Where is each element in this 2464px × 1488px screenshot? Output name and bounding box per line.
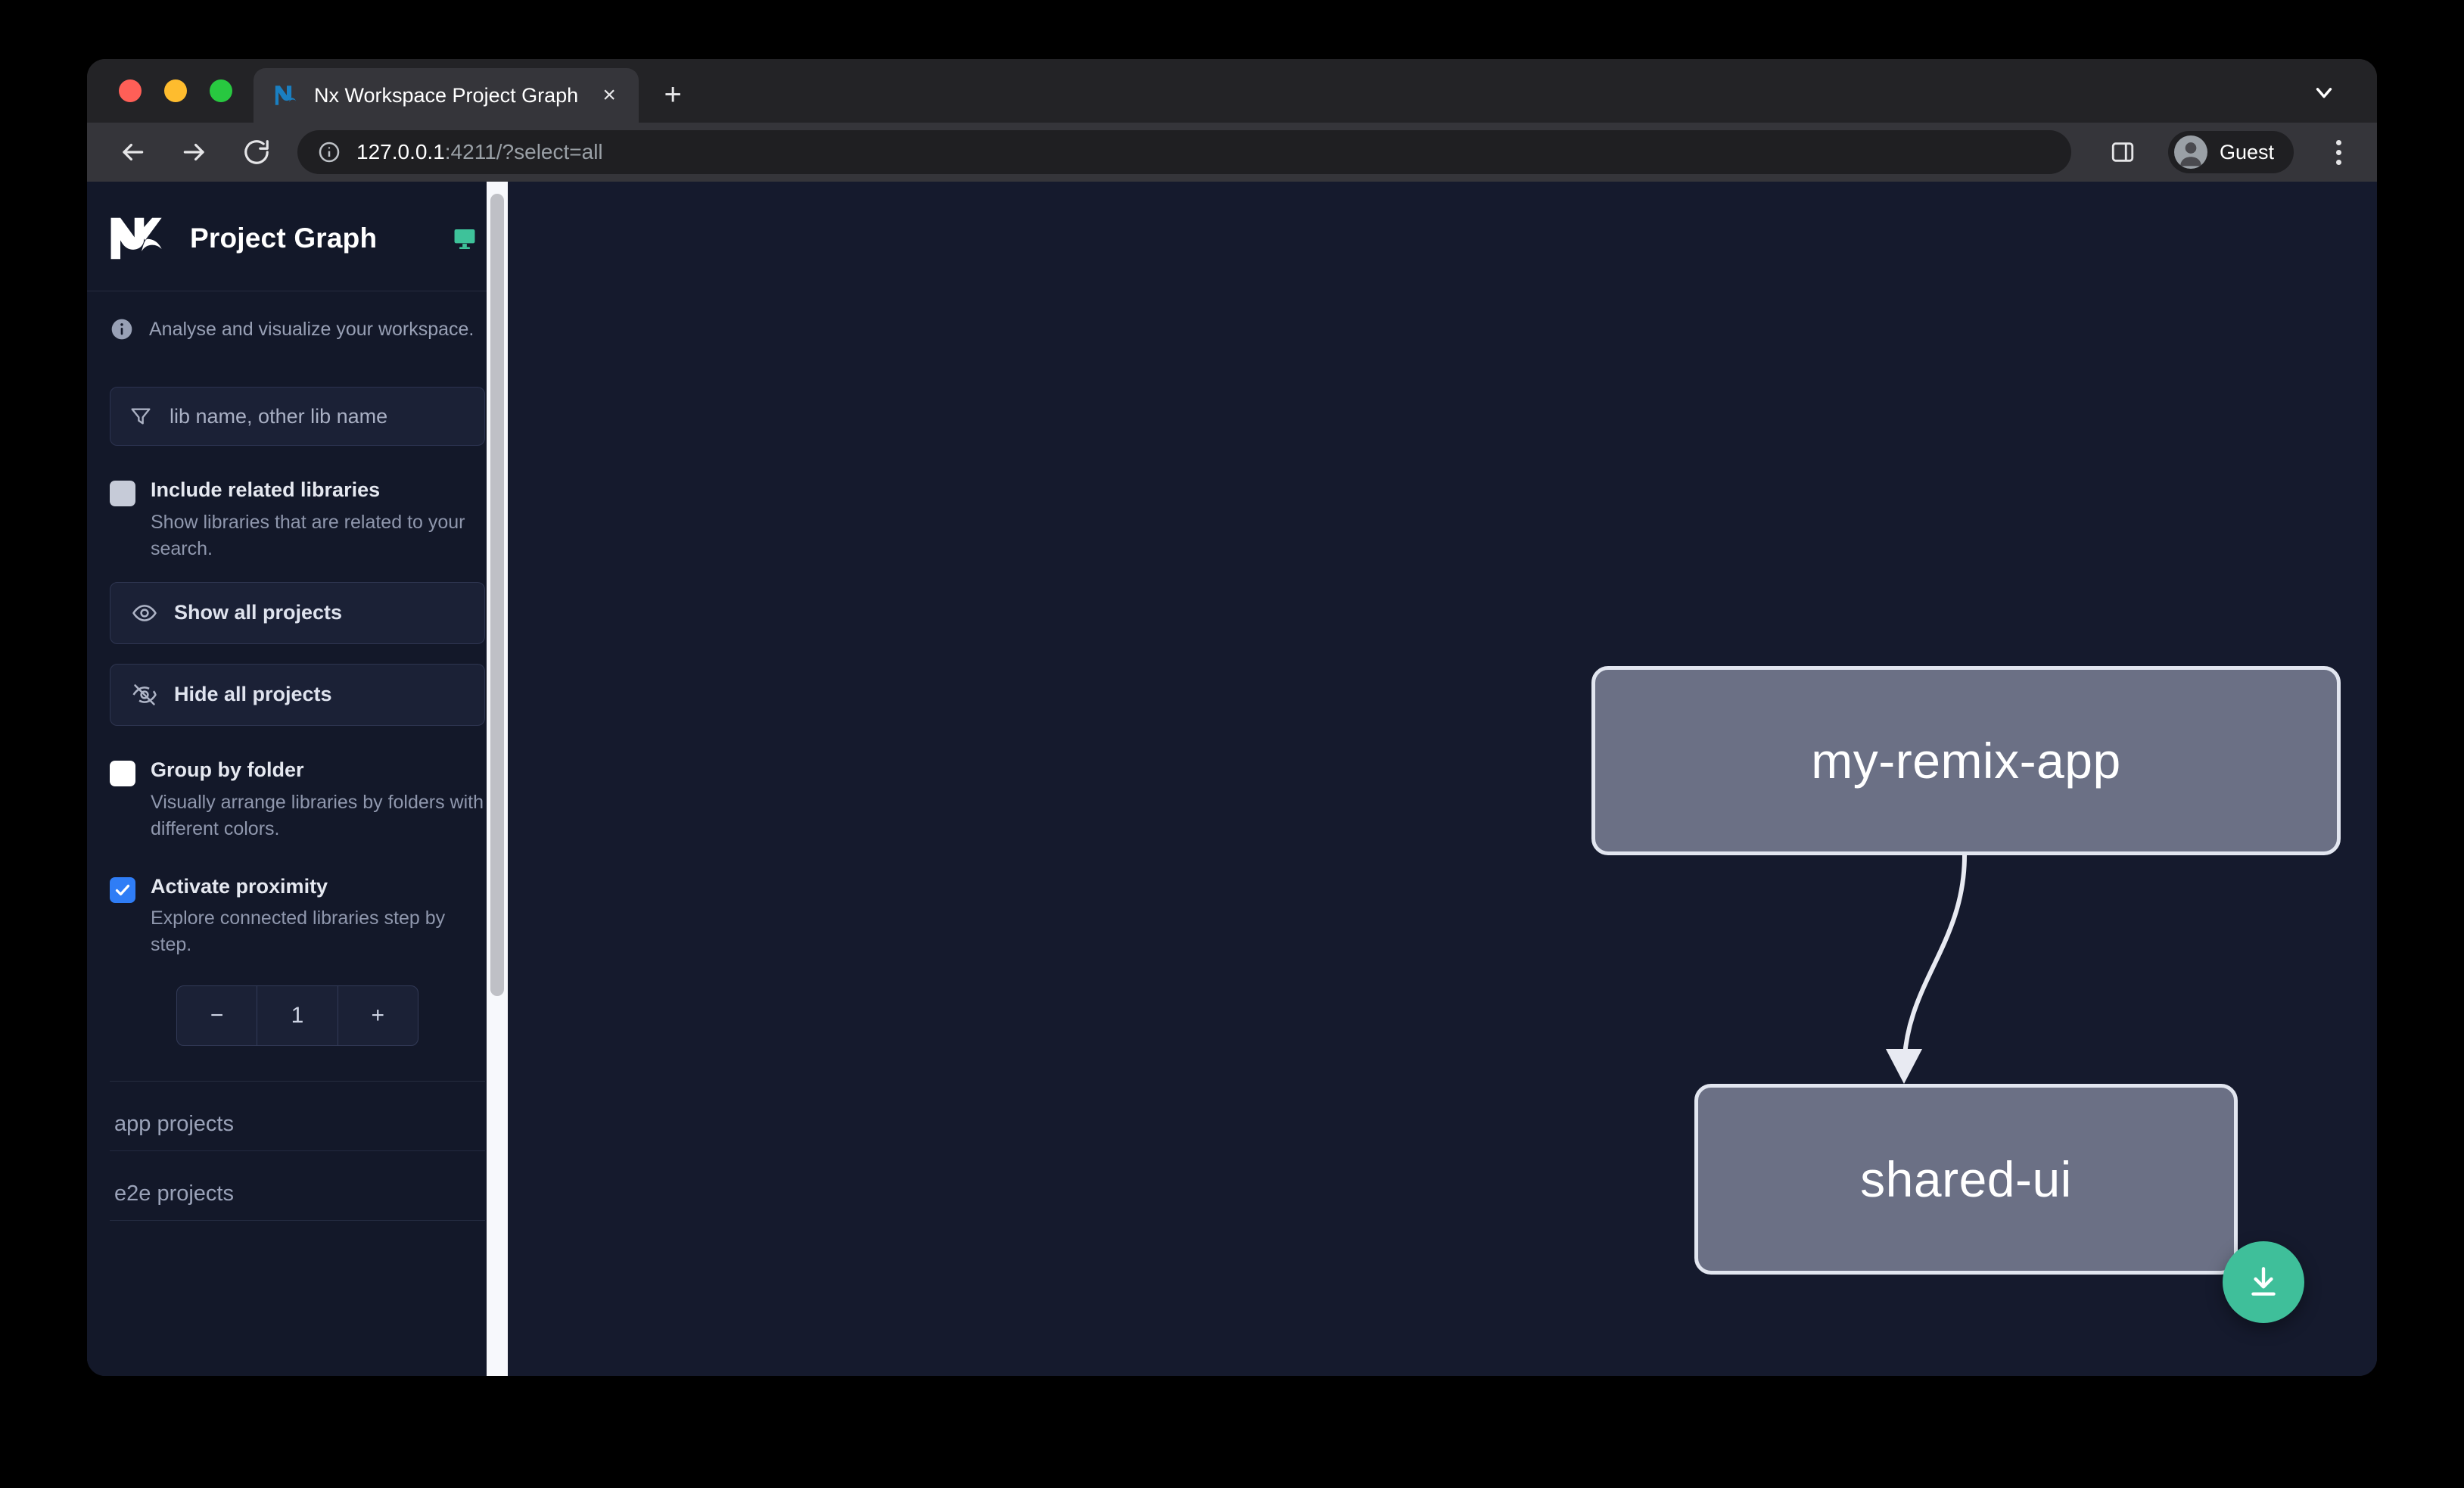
url-path: :4211/?select=all: [444, 140, 603, 163]
maximize-window-button[interactable]: [210, 79, 232, 102]
stepper-value: 1: [257, 986, 337, 1046]
address-bar-text: 127.0.0.1:4211/?select=all: [356, 140, 603, 164]
sidebar-tagline-text: Analyse and visualize your workspace.: [149, 318, 474, 340]
option-description: Show libraries that are related to your …: [151, 511, 465, 559]
avatar: [2173, 135, 2207, 169]
eye-icon: [132, 600, 157, 626]
sidebar: Project Graph Analyse and visualize your…: [87, 182, 508, 1376]
section-header-app-projects[interactable]: app projects: [110, 1082, 485, 1152]
close-window-button[interactable]: [119, 79, 142, 102]
back-arrow-icon[interactable]: [111, 131, 154, 173]
address-bar[interactable]: 127.0.0.1:4211/?select=all: [297, 130, 2071, 174]
option-description: Explore connected libraries step by step…: [151, 907, 446, 956]
hide-all-projects-button[interactable]: Hide all projects: [110, 663, 485, 726]
stepper-increment-button[interactable]: +: [337, 986, 418, 1046]
show-all-projects-label: Show all projects: [174, 601, 343, 624]
eye-off-icon: [132, 682, 157, 708]
check-icon: [115, 884, 130, 895]
option-activate-proximity[interactable]: Activate proximity Explore connected lib…: [110, 874, 485, 959]
chevron-down-icon[interactable]: [2307, 76, 2341, 109]
tab-title: Nx Workspace Project Graph: [314, 83, 579, 107]
edge-arrowhead: [1886, 1049, 1922, 1084]
project-graph-canvas[interactable]: my-remix-app shared-ui: [508, 182, 2377, 1376]
browser-toolbar: 127.0.0.1:4211/?select=all Guest: [87, 123, 2377, 182]
option-description: Visually arrange libraries by folders wi…: [151, 791, 484, 839]
kebab-menu-icon[interactable]: [2319, 131, 2357, 173]
option-label: Group by folder: [151, 758, 304, 781]
edge-my-remix-app-to-shared-ui: [1902, 855, 1967, 1072]
section-header-e2e-projects[interactable]: e2e projects: [110, 1151, 485, 1222]
option-group-by-folder[interactable]: Group by folder Visually arrange librari…: [110, 758, 485, 842]
graph-node-shared-ui[interactable]: shared-ui: [1694, 1084, 2238, 1275]
minimize-window-button[interactable]: [164, 79, 187, 102]
sidebar-scrollbar-thumb[interactable]: [490, 194, 504, 996]
sidebar-divider: [110, 1081, 485, 1082]
forward-arrow-icon[interactable]: [173, 131, 216, 173]
close-tab-button[interactable]: ×: [602, 82, 616, 107]
tab-strip: Nx Workspace Project Graph × +: [87, 59, 2377, 123]
profile-label: Guest: [2219, 140, 2274, 163]
info-icon: [111, 319, 132, 340]
browser-window: Nx Workspace Project Graph × +: [87, 59, 2377, 1376]
option-include-related-libraries[interactable]: Include related libraries Show libraries…: [110, 478, 485, 562]
funnel-icon: [131, 408, 151, 425]
filter-field[interactable]: [110, 387, 485, 446]
show-all-projects-button[interactable]: Show all projects: [110, 581, 485, 644]
option-label: Activate proximity: [151, 874, 328, 898]
graph-node-my-remix-app[interactable]: my-remix-app: [1591, 666, 2341, 855]
checkbox-include-related-libraries[interactable]: [110, 481, 135, 506]
proximity-stepper: − 1 +: [176, 985, 418, 1047]
sidebar-body: Include related libraries Show libraries…: [87, 364, 508, 1082]
sidebar-tagline: Analyse and visualize your workspace.: [87, 291, 508, 364]
monitor-icon[interactable]: [452, 226, 478, 251]
reload-icon[interactable]: [235, 131, 278, 173]
window-controls: [102, 59, 254, 123]
info-circle-icon: [319, 142, 340, 163]
sidebar-scrollbar[interactable]: [487, 182, 508, 1376]
download-icon: [2251, 1267, 2276, 1296]
page-viewport: Project Graph Analyse and visualize your…: [87, 182, 2377, 1376]
hide-all-projects-label: Hide all projects: [174, 683, 332, 706]
side-panel-icon[interactable]: [2102, 131, 2144, 173]
checkbox-activate-proximity[interactable]: [110, 876, 135, 903]
nx-favicon-icon: [275, 86, 297, 105]
sidebar-header: Project Graph: [87, 182, 508, 291]
profile-button[interactable]: Guest: [2167, 131, 2294, 173]
nx-logo: [110, 217, 162, 260]
page-title: Project Graph: [190, 223, 378, 254]
new-tab-button[interactable]: +: [664, 78, 682, 111]
download-graph-button[interactable]: [2223, 1241, 2304, 1323]
url-host: 127.0.0.1: [356, 140, 445, 163]
search-input[interactable]: [170, 404, 466, 428]
graph-node-label: my-remix-app: [1811, 733, 2121, 789]
graph-node-label: shared-ui: [1860, 1151, 2072, 1207]
stepper-decrement-button[interactable]: −: [210, 1003, 224, 1029]
option-label: Include related libraries: [151, 478, 381, 501]
checkbox-group-by-folder[interactable]: [110, 760, 135, 786]
browser-tab[interactable]: Nx Workspace Project Graph ×: [254, 68, 639, 123]
